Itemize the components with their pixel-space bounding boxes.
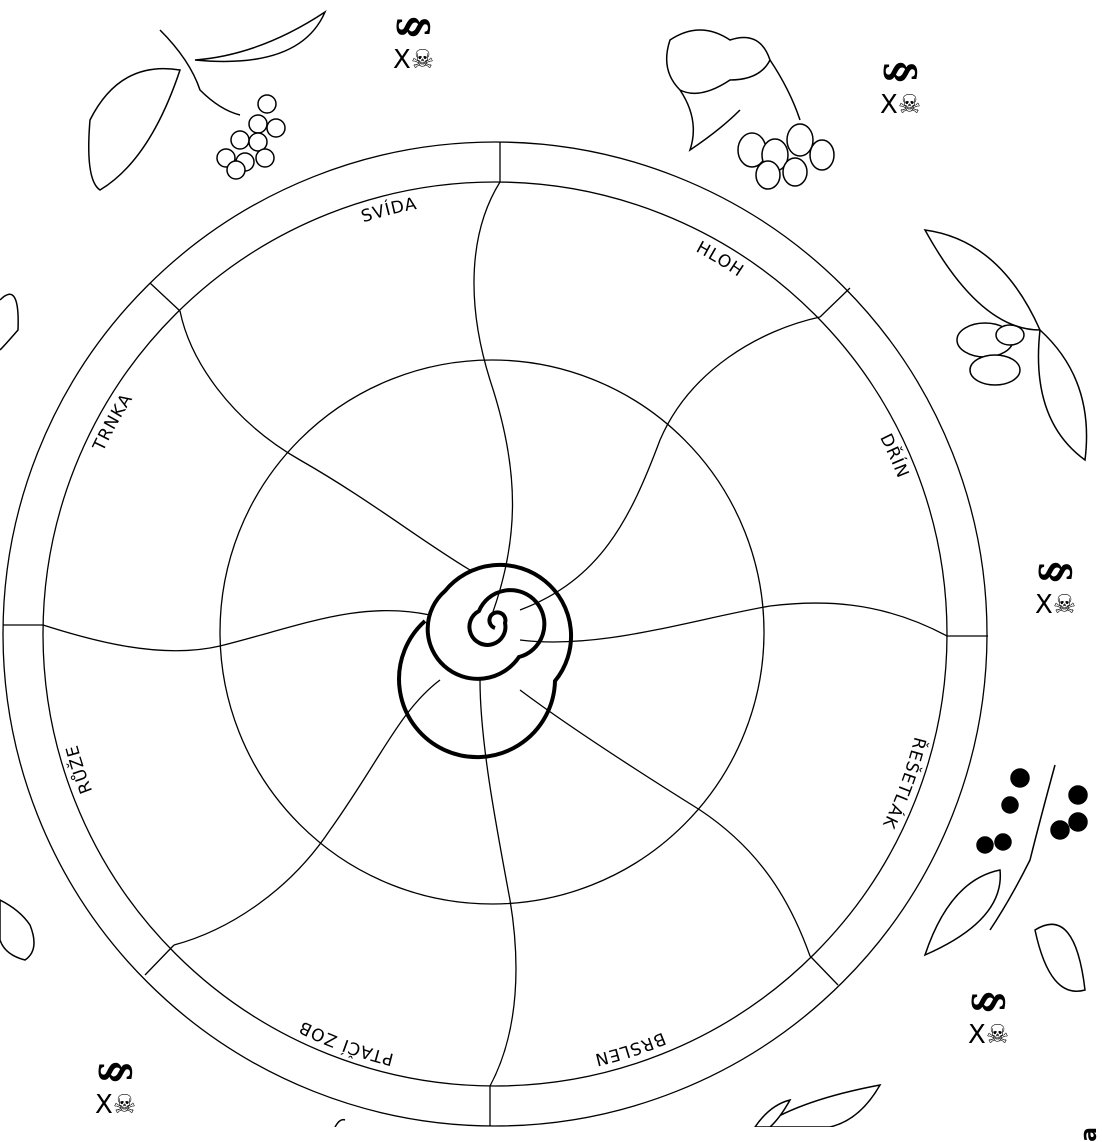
poison-icon: X☠	[968, 1019, 1009, 1050]
center-spiral-icon	[399, 565, 571, 757]
hloh-plant-icon	[667, 30, 834, 189]
poison-icon: X☠	[393, 44, 434, 75]
edge-text: a	[1077, 1127, 1102, 1142]
protected-poison-marker-right: § X☠	[1035, 555, 1076, 620]
svg-text:ŘEŠETLÁK: ŘEŠETLÁK	[877, 733, 933, 833]
segment-label-hloh: HLOH	[692, 237, 748, 282]
section-icon: §	[397, 17, 431, 38]
brslen-plant-icon	[755, 1085, 880, 1127]
svg-text:HLOH: HLOH	[692, 237, 748, 282]
section-icon: §	[1039, 562, 1073, 583]
protected-poison-marker-top: § X☠	[393, 10, 434, 75]
section-icon: §	[972, 992, 1006, 1013]
section-icon: §	[99, 1062, 133, 1083]
svg-text:BRSLEN: BRSLEN	[591, 1027, 669, 1071]
segment-label-ruze: RŮŽE	[60, 741, 97, 797]
label-ring	[43, 182, 947, 1086]
svg-text:SVÍDA: SVÍDA	[358, 191, 420, 227]
poison-icon: X☠	[95, 1089, 136, 1120]
drin-plant-icon	[925, 230, 1087, 460]
protected-poison-marker-top-right: § X☠	[880, 55, 921, 120]
svg-text:DŘÍN: DŘÍN	[875, 430, 915, 483]
segment-label-svida: SVÍDA	[358, 191, 420, 227]
svg-text:PTAČÍ ZOB: PTAČÍ ZOB	[294, 1015, 398, 1073]
svida-plant-icon	[89, 12, 325, 190]
protected-poison-marker-bottom-right: § X☠	[968, 985, 1009, 1050]
protected-poison-marker-bottom-left: § X☠	[95, 1055, 136, 1120]
ptaci-zob-plant-icon	[335, 1120, 345, 1127]
svg-text:RŮŽE: RŮŽE	[60, 741, 97, 797]
outer-ring	[3, 142, 987, 1126]
resetlak-plant-icon	[925, 765, 1087, 991]
segment-label-brslen: BRSLEN	[591, 1027, 669, 1071]
poison-icon: X☠	[1035, 589, 1076, 620]
poison-icon: X☠	[880, 89, 921, 120]
ruze-plant-icon	[0, 294, 34, 960]
section-icon: §	[884, 62, 918, 83]
segment-label-resetlak: ŘEŠETLÁK	[877, 733, 933, 833]
segment-label-drin: DŘÍN	[875, 430, 915, 483]
inner-ring	[220, 360, 764, 904]
segment-label-ptaci-zob: PTAČÍ ZOB	[294, 1015, 398, 1073]
